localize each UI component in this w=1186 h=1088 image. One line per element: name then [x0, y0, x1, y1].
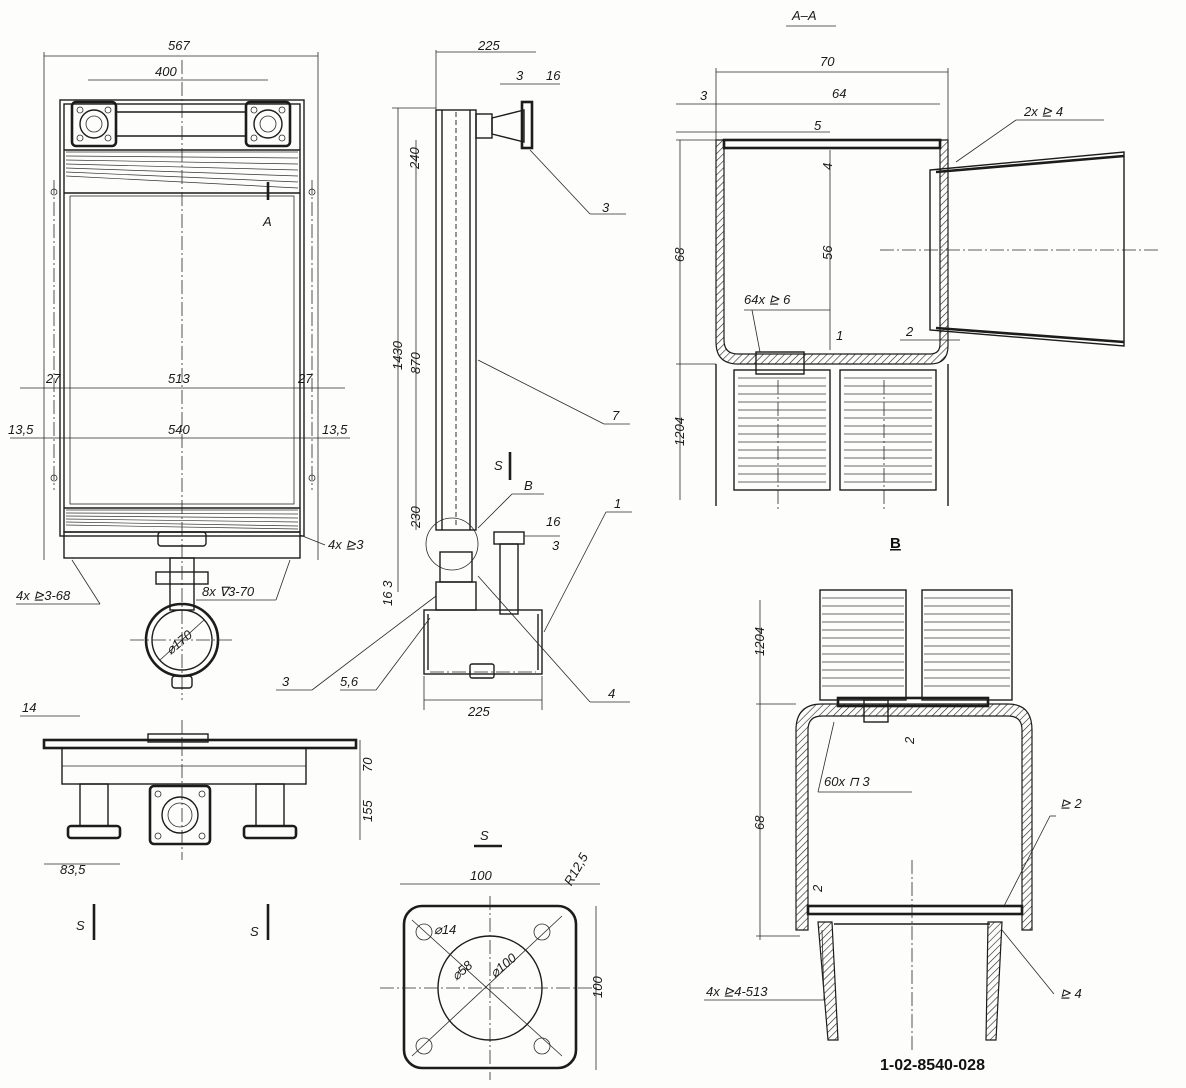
dim-27-right: 27 — [297, 371, 313, 386]
view-s-dim-100: ⌀100 — [487, 950, 520, 981]
view-s: S 100 100 R12,5 ⌀14 ⌀58 ⌀100 — [380, 828, 605, 1080]
side-dim-bottom: 225 — [467, 704, 490, 719]
dim-70: 70 — [360, 757, 375, 772]
callout-7: 7 — [612, 408, 620, 423]
aa-dim-1: 1 — [836, 328, 843, 343]
b-dim-1204: 1204 — [752, 627, 767, 656]
side-dim-3-b: 3 — [552, 538, 560, 553]
side-dim-1430: 1430 — [390, 340, 405, 370]
callout-3-top: 3 — [602, 200, 610, 215]
section-a-a-title: A–A — [791, 8, 817, 23]
view-s-dim-radius: R12,5 — [561, 850, 592, 888]
aa-weld-note-1: 2x ⊵ 4 — [1023, 104, 1063, 119]
flange-diameter: ⌀170 — [163, 627, 196, 658]
side-dim-3: 3 — [516, 68, 524, 83]
b-tube-bundle-right — [921, 589, 1013, 701]
aa-dim-68: 68 — [672, 247, 687, 262]
aa-dim-5: 5 — [814, 118, 822, 133]
aa-dim-2: 2 — [905, 324, 914, 339]
dim-14: 14 — [22, 700, 36, 715]
b-dim-2-a: 2 — [902, 736, 917, 745]
section-marker-a: A — [262, 214, 272, 229]
side-dim-16: 16 — [546, 68, 561, 83]
aa-dim-3: 3 — [700, 88, 708, 103]
dim-513: 513 — [168, 371, 190, 386]
flange-left — [70, 100, 118, 148]
detail-b-title: B — [890, 535, 901, 552]
dim-13-5-right: 13,5 — [322, 422, 348, 437]
note-bottom-left: 4x ⊵3-68 — [16, 588, 71, 603]
dim-overall-width: 567 — [168, 38, 190, 53]
callout-b: B — [524, 478, 533, 493]
callout-1: 1 — [614, 496, 621, 511]
aa-weld-note-2: 64x ⊵ 6 — [744, 292, 791, 307]
detail-b: B — [704, 535, 1083, 1050]
view-s-dim-height: 100 — [590, 976, 605, 998]
aa-dim-70: 70 — [820, 54, 835, 69]
b-weld-note-2: ⊵ 2 — [1060, 796, 1083, 811]
side-dim-top: 225 — [477, 38, 500, 53]
dim-540: 540 — [168, 422, 190, 437]
aa-dim-1204: 1204 — [672, 417, 687, 446]
aa-tube-bundle-left — [733, 369, 831, 491]
dim-27-left: 27 — [45, 371, 61, 386]
callout-3-bottom: 3 — [282, 674, 290, 689]
drawing-number: 1-02-8540-028 — [880, 1057, 985, 1074]
dim-flange-spacing: 400 — [155, 64, 177, 79]
section-a-a: A–A 70 3 64 5 68 1204 4 56 2x ⊵ 4 64x ⊵ … — [672, 8, 1160, 510]
b-weld-note-4: ⊵ 4 — [1060, 986, 1082, 1001]
b-weld-note-1: 60x ⊓ 3 — [824, 774, 870, 789]
callout-4: 4 — [608, 686, 615, 701]
note-bottom-mid: 8x ∇3-70 — [202, 584, 255, 599]
b-dim-2-b: 2 — [810, 884, 825, 893]
dim-83-5: 83,5 — [60, 862, 86, 877]
aa-dim-4: 4 — [820, 163, 835, 170]
aa-tube-bundle-right — [839, 369, 937, 491]
side-dim-16-b: 16 — [546, 514, 561, 529]
side-view: 225 3 16 240 1430 870 230 16 3 3 7 S — [276, 38, 632, 719]
dim-155: 155 — [360, 800, 375, 822]
callout-s: S — [494, 458, 503, 473]
bottom-view: 14 70 155 83,5 S S — [20, 700, 375, 940]
front-view: 567 400 — [8, 38, 364, 700]
view-s-dim-58: ⌀58 — [448, 957, 475, 983]
side-dim-240: 240 — [407, 147, 422, 170]
side-dim-870: 870 — [408, 352, 423, 374]
side-dim-16-3: 16 3 — [380, 580, 395, 606]
side-dim-230: 230 — [408, 506, 423, 529]
note-bottom-right: 4x ⊵3 — [328, 537, 364, 552]
view-s-dim-width: 100 — [470, 868, 492, 883]
marker-s-left: S — [76, 918, 85, 933]
flange-right — [244, 100, 292, 148]
aa-dim-64: 64 — [832, 86, 846, 101]
aa-dim-56: 56 — [820, 245, 835, 260]
b-weld-note-3: 4x ⊵4-513 — [706, 984, 768, 999]
b-tube-bundle-left — [819, 589, 907, 701]
view-s-dim-hole: ⌀14 — [434, 922, 456, 937]
callout-5-6: 5,6 — [340, 674, 359, 689]
dim-13-5-left: 13,5 — [8, 422, 34, 437]
view-s-label: S — [480, 828, 489, 843]
b-dim-68: 68 — [752, 815, 767, 830]
marker-s-right: S — [250, 924, 259, 939]
